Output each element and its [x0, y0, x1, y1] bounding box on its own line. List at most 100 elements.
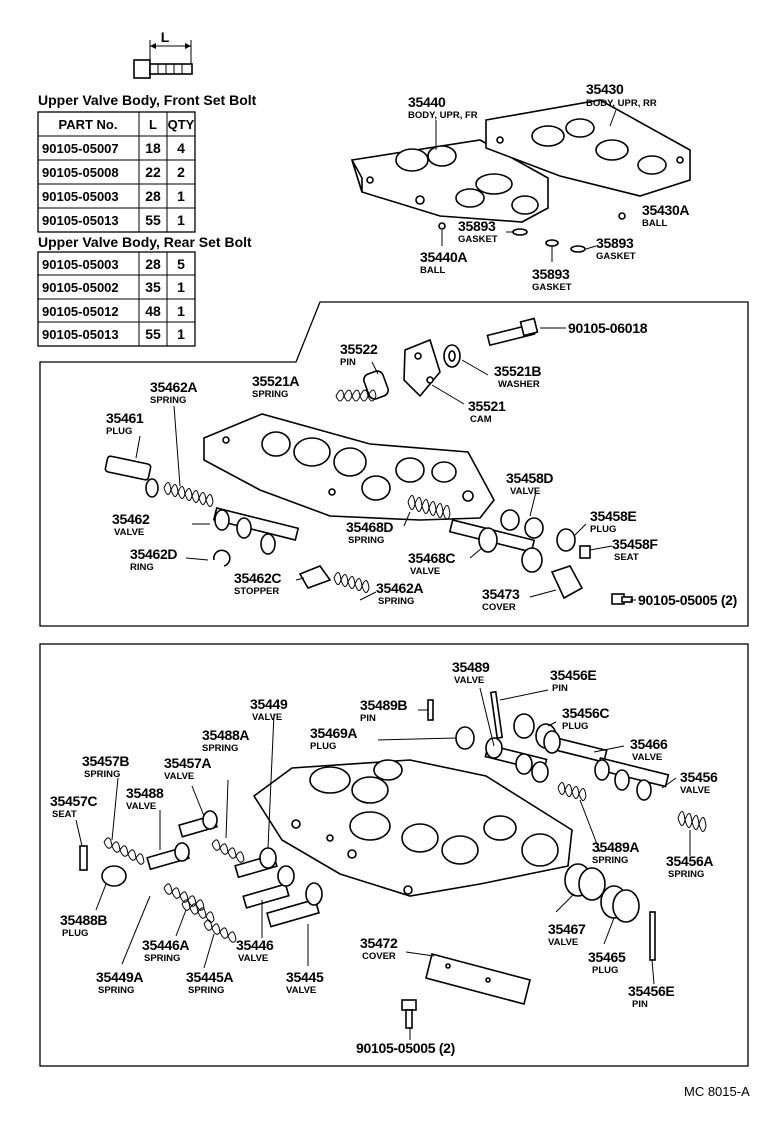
desc-35440a: BALL	[420, 265, 446, 276]
label-35456e-top: 35456E	[550, 667, 596, 683]
label-35466: 35466	[630, 736, 668, 752]
rear-row-4-l: 55	[145, 326, 161, 342]
valve-35458d	[500, 509, 544, 539]
ball-35440a	[438, 222, 446, 230]
desc-35469a: PLUG	[310, 741, 336, 752]
label-35488a: 35488A	[202, 727, 249, 743]
col-header-l: L	[149, 117, 157, 132]
label-90105-06018: 90105-06018	[568, 320, 648, 336]
label-35430a: 35430A	[642, 202, 689, 218]
label-35522: 35522	[340, 341, 378, 357]
valve-35489	[484, 737, 549, 783]
stopper-35462c	[298, 565, 332, 589]
label-35456c: 35456C	[562, 705, 609, 721]
desc-35456e-bottom: PIN	[632, 999, 648, 1010]
spring-35457b	[103, 837, 145, 865]
spring-35462a-left	[163, 482, 214, 507]
middle-section-frame	[39, 301, 749, 627]
label-35893-c: 35893	[596, 235, 634, 251]
label-35467: 35467	[548, 921, 586, 937]
label-35456e-bottom: 35456E	[628, 983, 674, 999]
label-35462c: 35462C	[234, 570, 281, 586]
pin-35456e-bottom	[649, 911, 656, 961]
desc-35461: PLUG	[106, 426, 132, 437]
desc-35430: BODY, UPR, RR	[586, 98, 657, 109]
label-35462a-top: 35462A	[150, 379, 197, 395]
desc-35466: VALVE	[632, 752, 662, 763]
desc-35488b: PLUG	[62, 928, 88, 939]
desc-35457c: SEAT	[52, 809, 77, 820]
lower-valve-body-rear-drawing	[252, 759, 573, 897]
front-row-2-qty: 2	[177, 164, 185, 180]
label-35893-a: 35893	[458, 218, 496, 234]
label-35458f: 35458F	[612, 536, 658, 552]
bolt-90105-05005-mid	[611, 593, 633, 605]
label-35449: 35449	[250, 696, 288, 712]
valve-35466	[543, 730, 608, 764]
desc-35430a: BALL	[642, 218, 668, 229]
spring-35488a	[211, 839, 245, 863]
valve-35446	[242, 865, 295, 909]
seat-35458f	[579, 545, 591, 559]
desc-35489a: SPRING	[592, 855, 628, 866]
desc-35472: COVER	[362, 951, 396, 962]
bolt-90105-05005-bottom	[401, 999, 417, 1029]
spring-35468d	[407, 495, 451, 520]
label-35893-b: 35893	[532, 266, 570, 282]
front-row-3-l: 28	[145, 188, 161, 204]
label-35440: 35440	[408, 94, 446, 110]
rear-row-3-part: 90105-05012	[42, 304, 119, 319]
ball-35430a	[618, 212, 626, 220]
valve-35488	[146, 842, 190, 871]
desc-35468c: VALVE	[410, 566, 440, 577]
label-35488: 35488	[126, 785, 164, 801]
label-35469a: 35469A	[310, 725, 357, 741]
desc-35465: PLUG	[592, 965, 618, 976]
label-35489b: 35489B	[360, 697, 407, 713]
desc-35449a: SPRING	[98, 985, 134, 996]
valve-35468c	[448, 519, 543, 573]
desc-35489b: PIN	[360, 713, 376, 724]
label-35449a: 35449A	[96, 969, 143, 985]
desc-35893-c: GASKET	[596, 251, 636, 262]
valve-35445	[266, 882, 323, 928]
label-35446: 35446	[236, 937, 274, 953]
label-35488b: 35488B	[60, 912, 107, 928]
front-row-3-part: 90105-05003	[42, 189, 119, 204]
front-row-1-l: 18	[145, 140, 161, 156]
desc-35488: VALVE	[126, 801, 156, 812]
desc-35457a: VALVE	[164, 771, 194, 782]
cover-35472	[425, 953, 531, 1005]
label-35521: 35521	[468, 398, 506, 414]
rear-row-3-l: 48	[145, 303, 161, 319]
desc-35467: VALVE	[548, 937, 578, 948]
front-row-2-part: 90105-05008	[42, 165, 119, 180]
gasket-c	[570, 245, 586, 253]
desc-35440: BODY, UPR, FR	[408, 110, 478, 121]
desc-35458e: PLUG	[590, 524, 616, 535]
plug-35469a	[455, 726, 475, 750]
desc-35521a: SPRING	[252, 389, 288, 400]
front-row-4-part: 90105-05013	[42, 213, 119, 228]
upper-valve-body-front-drawing	[350, 139, 549, 223]
desc-35488a: SPRING	[202, 743, 238, 754]
label-35445: 35445	[286, 969, 324, 985]
rear-row-4-qty: 1	[177, 326, 185, 342]
desc-35462c: STOPPER	[234, 586, 279, 597]
label-35445a: 35445A	[186, 969, 233, 985]
label-35521a: 35521A	[252, 373, 299, 389]
rear-row-2-l: 35	[145, 279, 161, 295]
label-90105-05005-bottom: 90105-05005 (2)	[356, 1040, 455, 1056]
label-35440a: 35440A	[420, 249, 467, 265]
spring-35521a	[335, 389, 377, 402]
front-row-4-l: 55	[145, 212, 161, 228]
upper-valve-body-rear-drawing	[485, 99, 691, 197]
cam-35521	[403, 338, 441, 398]
label-35465: 35465	[588, 949, 626, 965]
spring-35489a	[557, 782, 587, 801]
desc-35457b: SPRING	[84, 769, 120, 780]
desc-35473: COVER	[482, 602, 516, 613]
front-bolt-table	[37, 111, 196, 233]
label-35457a: 35457A	[164, 755, 211, 771]
